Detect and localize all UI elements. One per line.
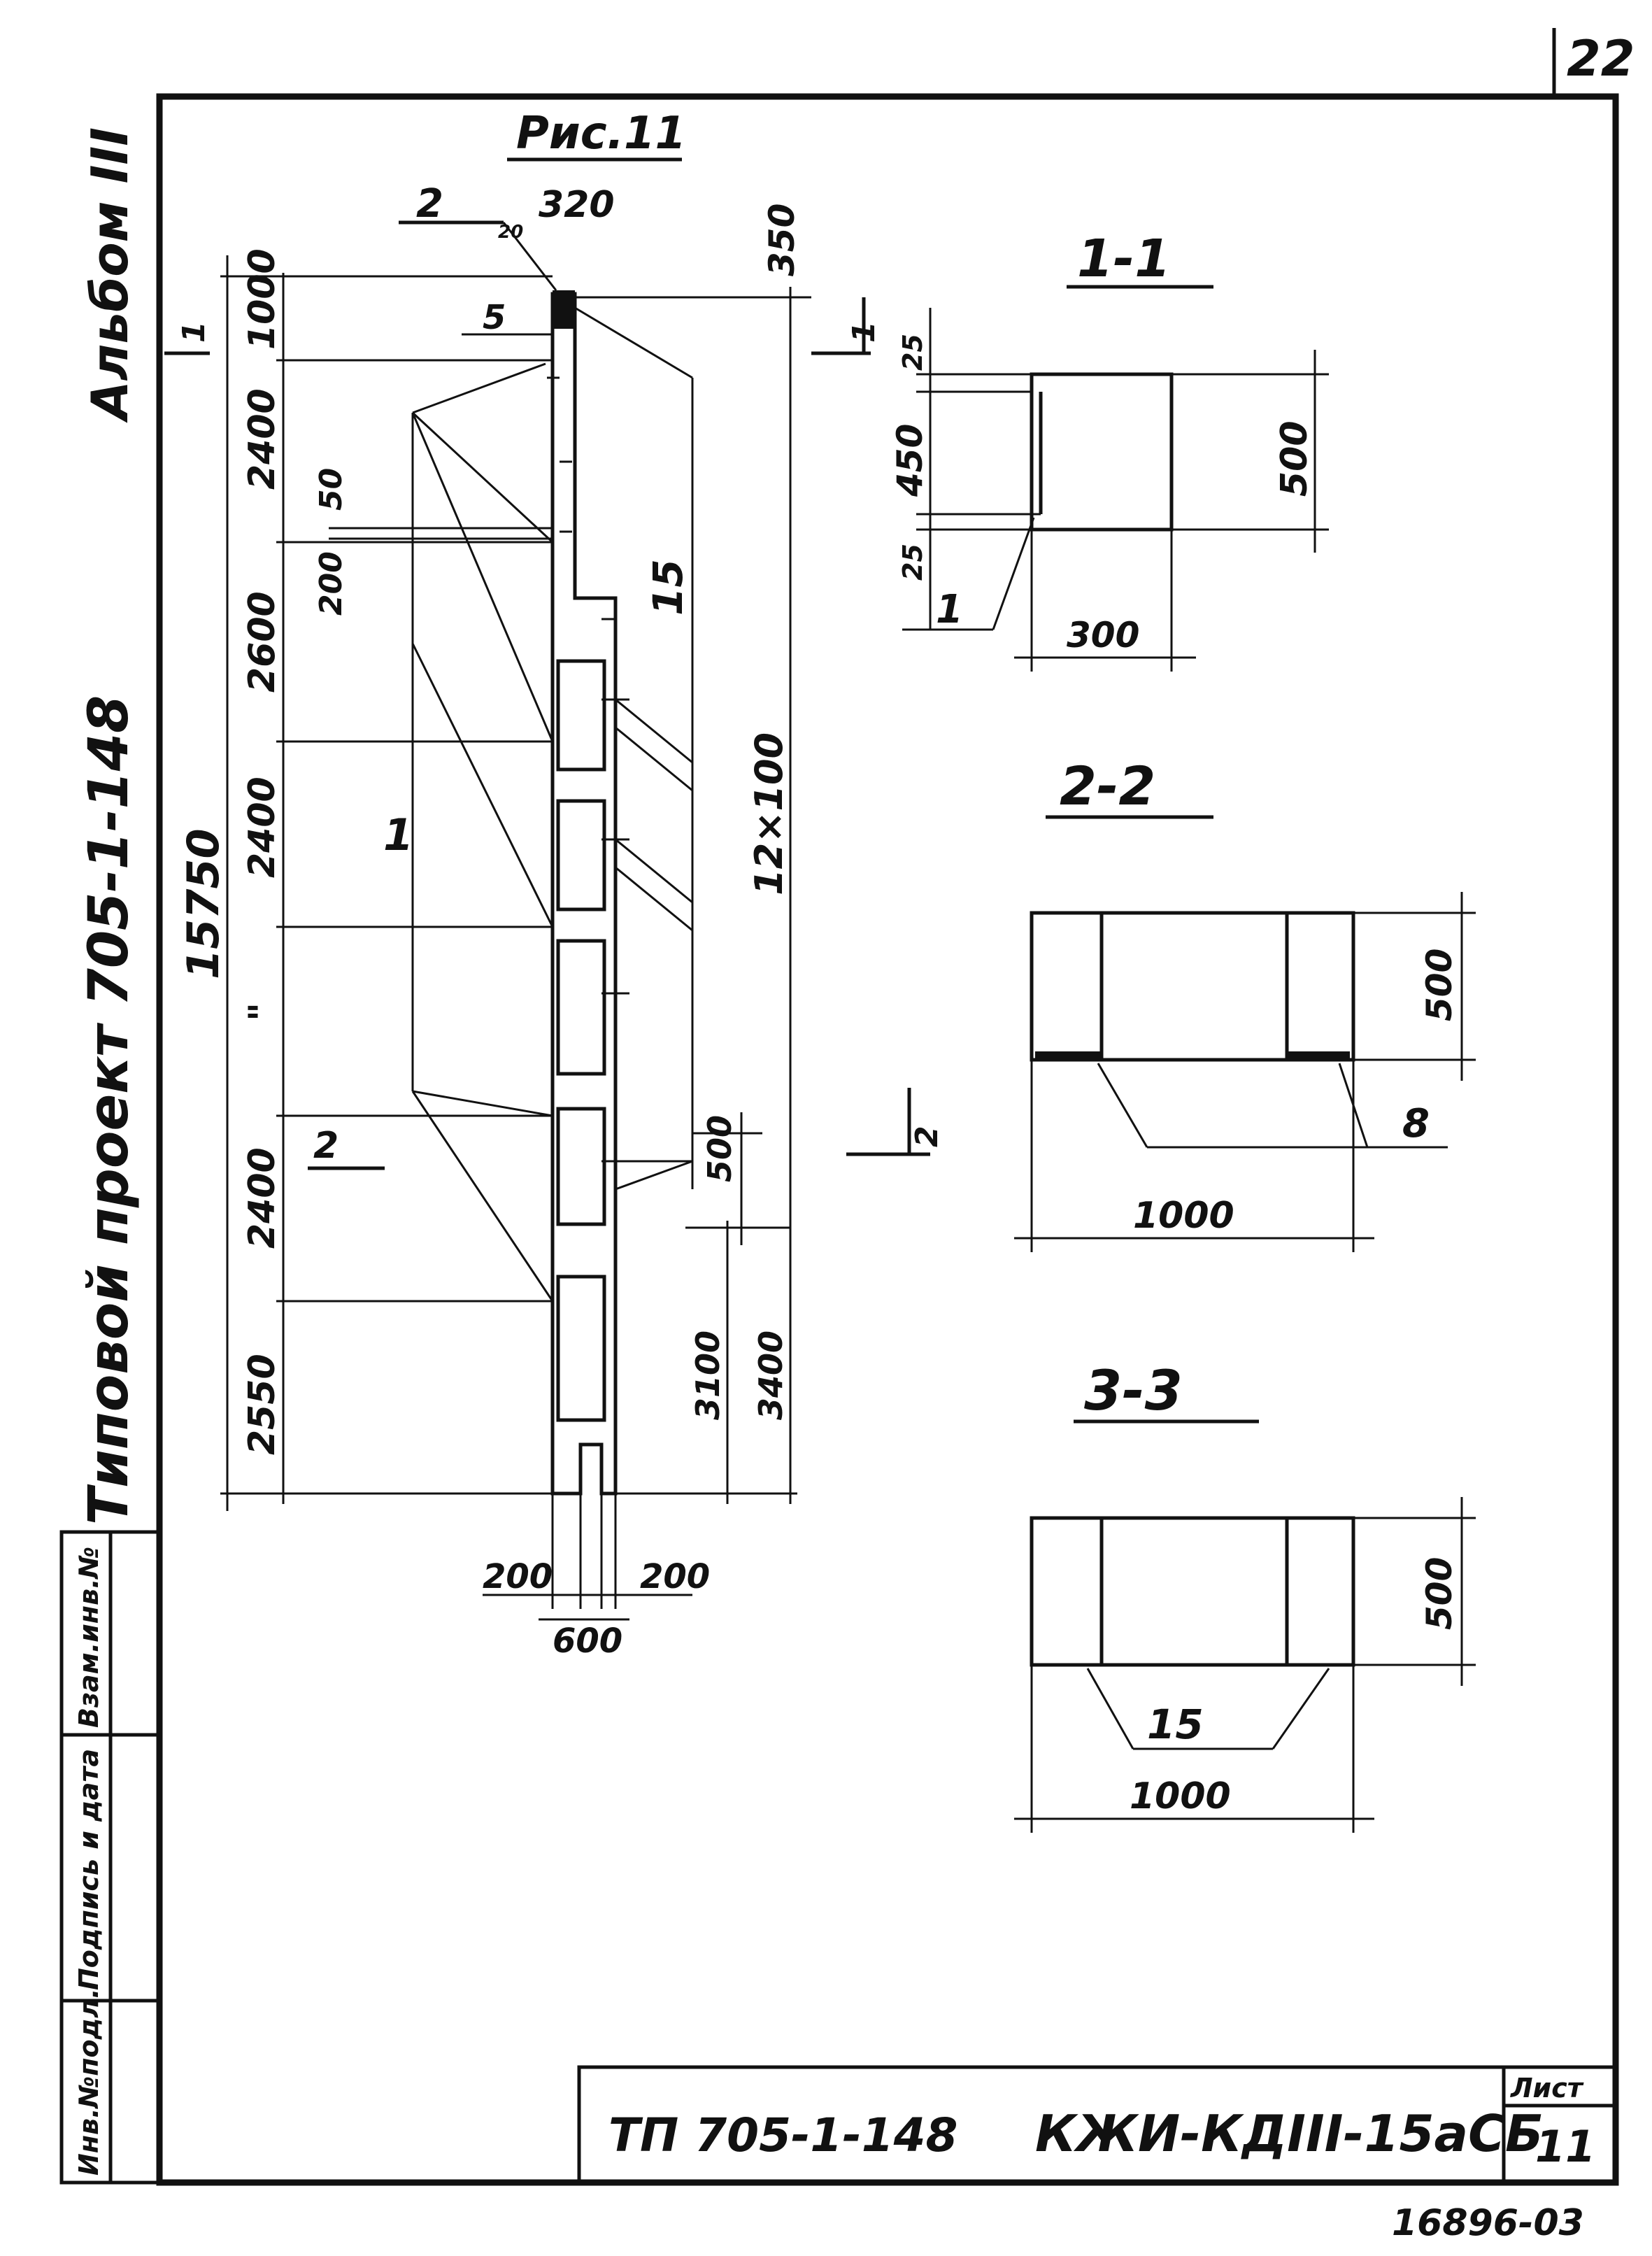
dim-3100: 3100 bbox=[689, 1331, 727, 1420]
right-top-offset: 350 bbox=[762, 204, 802, 276]
stamp-cell-inv: Инв.№подл. bbox=[73, 1988, 104, 2176]
inner-dim-200: 200 bbox=[313, 551, 349, 616]
project-label: Типовой проект 705-1-148 bbox=[78, 695, 141, 1525]
section-mark-1-left: 1 bbox=[176, 321, 212, 343]
section-mark-2-right: 2 bbox=[909, 1126, 945, 1147]
mark-2: 2 bbox=[416, 181, 443, 227]
total-height-dim: 15750 bbox=[178, 828, 229, 979]
mark-5: 5 bbox=[483, 298, 506, 337]
title-drawing-code: КЖИ-КДIII-15аСБ bbox=[1035, 2104, 1544, 2163]
section-2-2-height: 500 bbox=[1419, 949, 1460, 1021]
left-dim-2400c: 2400 bbox=[241, 1147, 283, 1249]
left-dim-ditto: " bbox=[241, 1002, 283, 1021]
section-1-1-dim-25-bottom: 25 bbox=[897, 544, 928, 581]
bottom-dim-200-left: 200 bbox=[483, 1557, 553, 1596]
stamp-cell-sign: Подпись и дата bbox=[73, 1749, 104, 1990]
opening-2 bbox=[556, 799, 606, 911]
left-dim-2550: 2550 bbox=[241, 1354, 283, 1455]
section-3-3-callout: 15 bbox=[1147, 1701, 1204, 1748]
section-1-1-title: 1-1 bbox=[1077, 229, 1171, 289]
left-dim-2400b: 2400 bbox=[241, 776, 283, 878]
section-2-2-title: 2-2 bbox=[1060, 755, 1155, 817]
side-stamp: Инв.№подл. Подпись и дата Взам.инв.№ bbox=[59, 1530, 162, 2185]
bottom-dim-600: 600 bbox=[553, 1622, 622, 1661]
title-block: ТП 705-1-148 КЖИ-КДIII-15аСБ Лист 11 bbox=[577, 2065, 1618, 2185]
section-3-3-outline bbox=[1030, 1516, 1355, 1667]
section-3-3-title: 3-3 bbox=[1084, 1360, 1183, 1423]
figure-title: Рис.11 bbox=[516, 108, 686, 159]
right-spacing-dim: 12×100 bbox=[747, 732, 791, 895]
section-3-3: 3-3 500 1000 15 bbox=[1014, 1360, 1476, 1833]
section-1-1-width: 300 bbox=[1067, 615, 1139, 655]
stamp-cell-replace: Взам.инв.№ bbox=[73, 1547, 104, 1728]
title-project-code: ТП 705-1-148 bbox=[608, 2108, 957, 2162]
section-3-3-width: 1000 bbox=[1130, 1775, 1231, 1817]
left-dim-2600: 2600 bbox=[241, 591, 283, 693]
opening-3 bbox=[556, 939, 606, 1076]
elevation-view: 1000 2400 2600 2400 " 2400 2550 15750 50… bbox=[164, 181, 945, 1661]
rebar-label-1: 1 bbox=[383, 809, 413, 860]
section-1-1-dim-450: 450 bbox=[890, 424, 930, 497]
rebar-label-15: 15 bbox=[644, 559, 692, 616]
section-1-1-height: 500 bbox=[1274, 420, 1316, 497]
left-dim-1000: 1000 bbox=[241, 248, 283, 350]
dim-3400: 3400 bbox=[752, 1331, 790, 1420]
footer-number: 16896-03 bbox=[1392, 2202, 1584, 2244]
bottom-dim-200-right: 200 bbox=[640, 1557, 710, 1596]
sheet-frame bbox=[156, 93, 1619, 2186]
section-2-2-width: 1000 bbox=[1133, 1195, 1234, 1237]
section-1-1: 1-1 25 450 25 500 300 1 bbox=[890, 229, 1329, 672]
section-1-1-dim-25-top: 25 bbox=[897, 334, 928, 371]
top-width-dim: 320 bbox=[539, 184, 615, 226]
section-1-1-callout: 1 bbox=[936, 587, 963, 632]
section-mark-1-right: 1 bbox=[846, 321, 882, 343]
top-plate bbox=[553, 290, 575, 329]
opening-5 bbox=[556, 1275, 606, 1422]
section-3-3-height: 500 bbox=[1419, 1557, 1460, 1630]
title-sheet-label: Лист bbox=[1510, 2073, 1584, 2104]
section-2-2: 2-2 500 1000 8 bbox=[1014, 755, 1476, 1252]
album-label: Альбом III bbox=[80, 127, 139, 423]
dim-500: 500 bbox=[701, 1115, 739, 1182]
corner-number: 22 bbox=[1567, 30, 1635, 87]
section-mark-2-left: 2 bbox=[313, 1125, 339, 1167]
section-1-1-outline bbox=[1030, 372, 1174, 532]
inner-dim-50: 50 bbox=[313, 468, 349, 511]
section-2-2-outline bbox=[1030, 911, 1355, 1062]
small-dim-20: 20 bbox=[498, 222, 523, 243]
opening-4 bbox=[556, 1107, 606, 1226]
opening-1 bbox=[556, 659, 606, 772]
section-2-2-callout: 8 bbox=[1402, 1101, 1430, 1147]
title-sheet-number: 11 bbox=[1535, 2121, 1595, 2172]
left-dim-2400a: 2400 bbox=[241, 388, 283, 490]
